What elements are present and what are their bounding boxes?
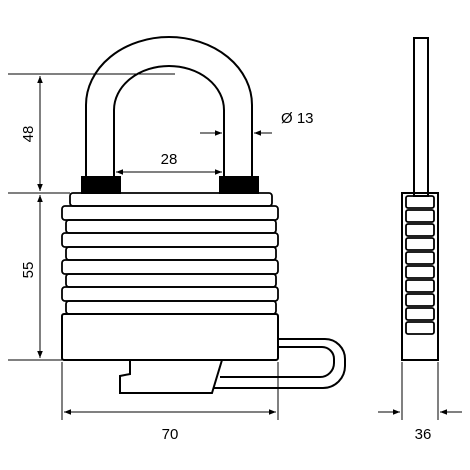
side-body-frame: [401, 192, 439, 361]
label-shackle-inner-width: 28: [161, 151, 178, 168]
label-body-width: 70: [162, 426, 179, 443]
key-cover-loop-inner: [220, 346, 335, 378]
lock-body-base: [61, 313, 279, 361]
side-body-ribs: [405, 195, 435, 335]
lock-body-ribs: [61, 192, 279, 315]
label-shackle-diameter: Ø 13: [281, 110, 314, 127]
label-body-thickness: 36: [415, 426, 432, 443]
padlock-front-view: [61, 36, 346, 394]
dimension-lines: [8, 73, 462, 420]
label-body-height: 55: [20, 262, 37, 279]
key-cover-cap: [119, 359, 223, 394]
side-shackle: [413, 37, 429, 197]
shackle-outer: [85, 36, 253, 180]
shackle-bushing-right: [219, 176, 259, 194]
label-shackle-height: 48: [20, 126, 37, 143]
shackle-bushing-left: [81, 176, 121, 194]
padlock-side-view: [401, 37, 439, 361]
key-cover-loop-outer: [214, 338, 346, 389]
shackle-inner: [113, 65, 225, 180]
